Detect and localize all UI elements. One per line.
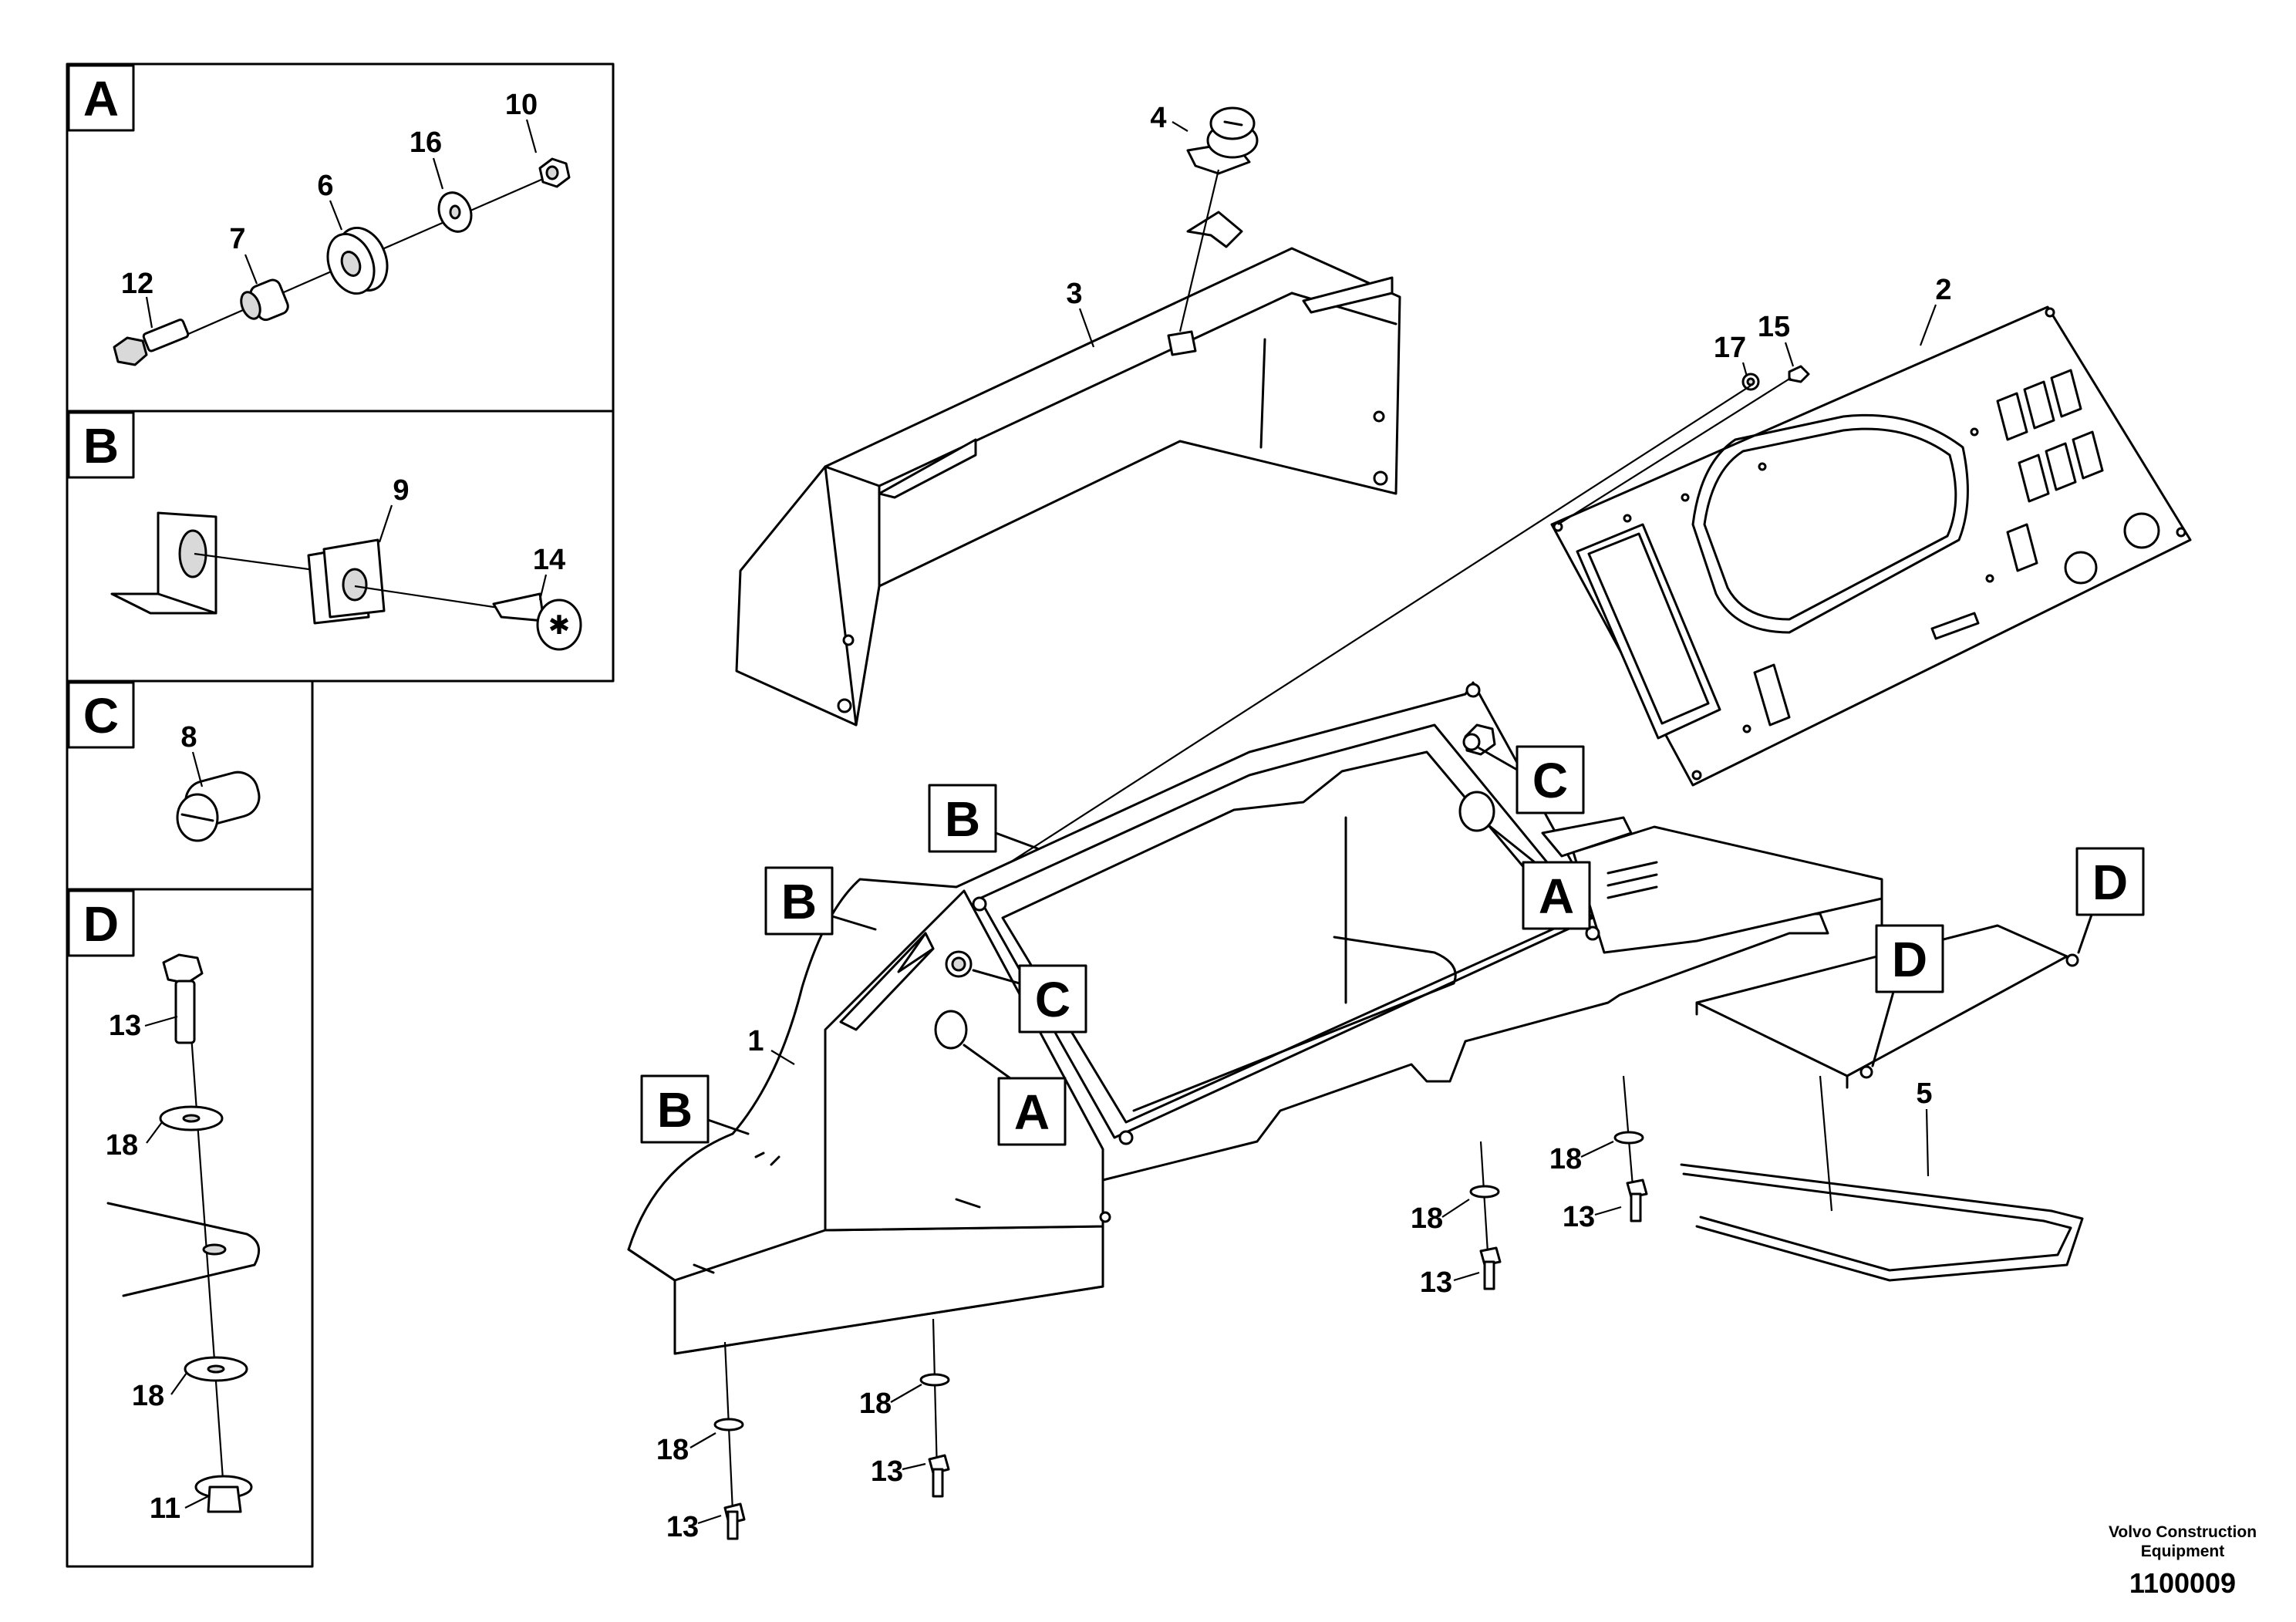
label-15: 15 — [1758, 311, 1790, 343]
callout-boxes: B B B C C A A D D — [640, 745, 2145, 1146]
label-13: 13 — [109, 1010, 141, 1042]
callout-b-mid: B — [781, 874, 817, 929]
label-9: 9 — [393, 474, 409, 507]
inset-panel-a: A 12 7 6 — [66, 62, 615, 413]
panel-knob — [2123, 512, 2160, 549]
inset-panel-c: C 8 — [66, 679, 314, 891]
label-5: 5 — [1916, 1077, 1932, 1110]
part-4-lock — [1178, 106, 1259, 332]
label-3: 3 — [1066, 278, 1082, 310]
part-17-15-fasteners — [971, 365, 1810, 888]
callout-c-right: C — [1532, 753, 1568, 808]
label-4: 4 — [1150, 102, 1166, 134]
label-1: 1 — [747, 1025, 764, 1057]
part-d-bottom-plate — [1695, 924, 2079, 1089]
label-7: 7 — [229, 223, 245, 255]
inset-panel-b: B ✱ 9 14 — [66, 410, 615, 683]
svg-text:✱: ✱ — [548, 611, 571, 640]
inset-letter-b: B — [83, 418, 119, 474]
label-18-a: 18 — [656, 1434, 689, 1466]
company-line-2: Equipment — [2141, 1543, 2225, 1560]
switch-cluster — [1753, 369, 2104, 727]
label-18-d: 18 — [1549, 1143, 1582, 1175]
label-16: 16 — [410, 126, 442, 159]
part-8-pin — [176, 771, 261, 842]
part-6-grommet — [326, 226, 389, 295]
part-13-bolt — [162, 953, 204, 1044]
console-mount-c-left — [945, 950, 973, 978]
label-10: 10 — [505, 89, 538, 121]
callout-a-right: A — [1539, 868, 1574, 924]
callout-b-top: B — [945, 791, 980, 847]
label-18-lower: 18 — [132, 1380, 164, 1412]
company-line-1: Volvo Construction — [2109, 1523, 2257, 1541]
part-9-clip-nut — [307, 538, 386, 625]
inset-letter-c: C — [83, 688, 119, 744]
callout-c-left: C — [1035, 972, 1070, 1027]
label-17: 17 — [1714, 332, 1746, 364]
part-5-gasket — [1680, 1075, 2084, 1282]
part-16-washer — [437, 191, 473, 233]
label-11: 11 — [150, 1492, 180, 1525]
label-13-b: 13 — [871, 1455, 903, 1488]
label-13-c: 13 — [1420, 1266, 1452, 1299]
part-2-instrument-panel — [1550, 305, 2192, 787]
label-18-upper: 18 — [106, 1129, 138, 1162]
label-2: 2 — [1935, 274, 1951, 306]
footer: Volvo Construction Equipment 1100009 — [2109, 1523, 2257, 1599]
part-10-nut — [538, 157, 571, 188]
figure-id: 1100009 — [2129, 1567, 2236, 1599]
part-3-top-cover — [735, 247, 1401, 727]
inset-letter-d: D — [83, 896, 119, 952]
part-7-sleeve — [240, 278, 289, 322]
label-18-c: 18 — [1411, 1202, 1443, 1235]
label-18-b: 18 — [859, 1388, 892, 1420]
part-11-nut — [194, 1475, 253, 1513]
label-12: 12 — [121, 268, 153, 300]
label-8: 8 — [180, 721, 197, 754]
callout-d-right: D — [2092, 855, 2128, 910]
main-labels: 4 3 2 17 15 1 5 18 13 18 13 18 13 18 13 — [656, 102, 1952, 1543]
part-14-screw: ✱ — [492, 592, 582, 651]
bottom-fasteners — [713, 1075, 1648, 1540]
label-6: 6 — [317, 170, 333, 202]
bracket — [110, 511, 217, 615]
inset-panel-d: D 13 18 18 11 — [66, 888, 314, 1568]
part-12-bolt — [113, 319, 190, 366]
inset-letter-a: A — [83, 71, 119, 126]
label-14: 14 — [533, 544, 565, 576]
console-mount-c-right — [1462, 723, 1496, 756]
label-13-a: 13 — [666, 1511, 699, 1543]
callout-b-low: B — [657, 1082, 693, 1138]
callout-d-left: D — [1892, 932, 1927, 987]
callout-a-left: A — [1014, 1084, 1050, 1140]
label-13-d: 13 — [1563, 1201, 1595, 1233]
